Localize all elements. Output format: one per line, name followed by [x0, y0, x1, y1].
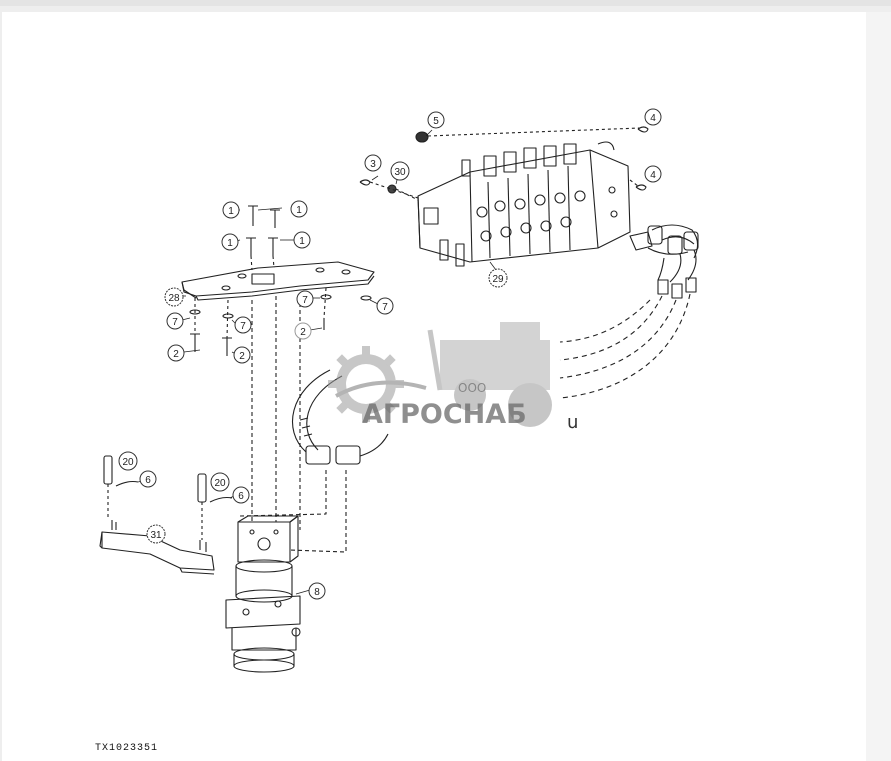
diagram-sheet	[2, 12, 866, 761]
svg-text:1: 1	[296, 205, 302, 216]
svg-text:6: 6	[145, 475, 151, 486]
svg-text:4: 4	[650, 113, 656, 124]
callout-30[interactable]: 30	[390, 161, 410, 181]
watermark	[328, 322, 552, 427]
callout-20a[interactable]: 20	[118, 451, 138, 471]
callout-4a[interactable]: 4	[644, 108, 662, 126]
callout-7b[interactable]: 7	[234, 316, 252, 334]
callout-29[interactable]: 29	[488, 268, 508, 288]
svg-text:20: 20	[214, 478, 226, 489]
watermark-brand: АГРОСНАБ	[362, 399, 527, 430]
svg-text:3: 3	[370, 159, 376, 170]
callout-6a[interactable]: 6	[139, 470, 157, 488]
callout-1d[interactable]: 1	[293, 231, 311, 249]
svg-text:7: 7	[382, 302, 388, 313]
callout-31[interactable]: 31	[146, 524, 166, 544]
svg-text:8: 8	[314, 587, 320, 598]
svg-text:20: 20	[122, 457, 134, 468]
svg-text:2: 2	[239, 351, 245, 362]
hydraulic-hoses	[559, 293, 691, 399]
svg-text:4: 4	[650, 170, 656, 181]
svg-text:1: 1	[228, 206, 234, 217]
callout-2b[interactable]: 2	[233, 346, 251, 364]
svg-text:28: 28	[168, 293, 180, 304]
lower-bolts	[189, 287, 372, 356]
watermark-company-form: ООО	[458, 381, 486, 395]
swivel-joint	[225, 515, 301, 673]
callout-4b[interactable]: 4	[644, 165, 662, 183]
callout-20b[interactable]: 20	[210, 472, 230, 492]
top-bar	[0, 0, 891, 6]
callout-5[interactable]: 5	[427, 111, 445, 129]
svg-text:7: 7	[172, 317, 178, 328]
mounting-plate	[181, 261, 375, 301]
callout-1b[interactable]: 1	[290, 200, 308, 218]
callout-28[interactable]: 28	[164, 287, 184, 307]
callout-3[interactable]: 3	[364, 154, 382, 172]
svg-text:30: 30	[394, 167, 406, 178]
callout-7a[interactable]: 7	[166, 312, 184, 330]
callout-7c[interactable]: 7	[296, 290, 314, 308]
callout-1a[interactable]: 1	[222, 201, 240, 219]
svg-text:7: 7	[240, 321, 246, 332]
watermark-suffix: u	[567, 412, 579, 433]
svg-text:1: 1	[299, 236, 305, 247]
control-valve	[417, 141, 631, 267]
valve-fasteners	[359, 126, 649, 201]
callout-7d[interactable]: 7	[376, 297, 394, 315]
svg-text:6: 6	[238, 491, 244, 502]
callouts: 1 1 1 1 28 7 7 7 7 2 2 2 20 20 6 6 31 8 …	[118, 108, 662, 600]
callout-1c[interactable]: 1	[221, 233, 239, 251]
plate-bolts	[246, 205, 280, 271]
svg-text:31: 31	[150, 530, 162, 541]
svg-text:7: 7	[302, 295, 308, 306]
svg-text:2: 2	[300, 327, 306, 338]
svg-text:5: 5	[433, 116, 439, 127]
watermark-harvester-icon	[427, 322, 552, 427]
svg-text:2: 2	[173, 349, 179, 360]
svg-text:1: 1	[227, 238, 233, 249]
scroll-gutter[interactable]	[866, 12, 891, 761]
figure-code: TX1023351	[95, 743, 159, 754]
callout-2c[interactable]: 2	[294, 322, 312, 340]
callout-2a[interactable]: 2	[167, 344, 185, 362]
pins	[103, 455, 233, 540]
watermark-gear-icon	[328, 346, 427, 422]
hose-fittings	[629, 224, 699, 299]
svg-text:29: 29	[492, 274, 504, 285]
callout-6b[interactable]: 6	[232, 486, 250, 504]
callout-8[interactable]: 8	[308, 582, 326, 600]
